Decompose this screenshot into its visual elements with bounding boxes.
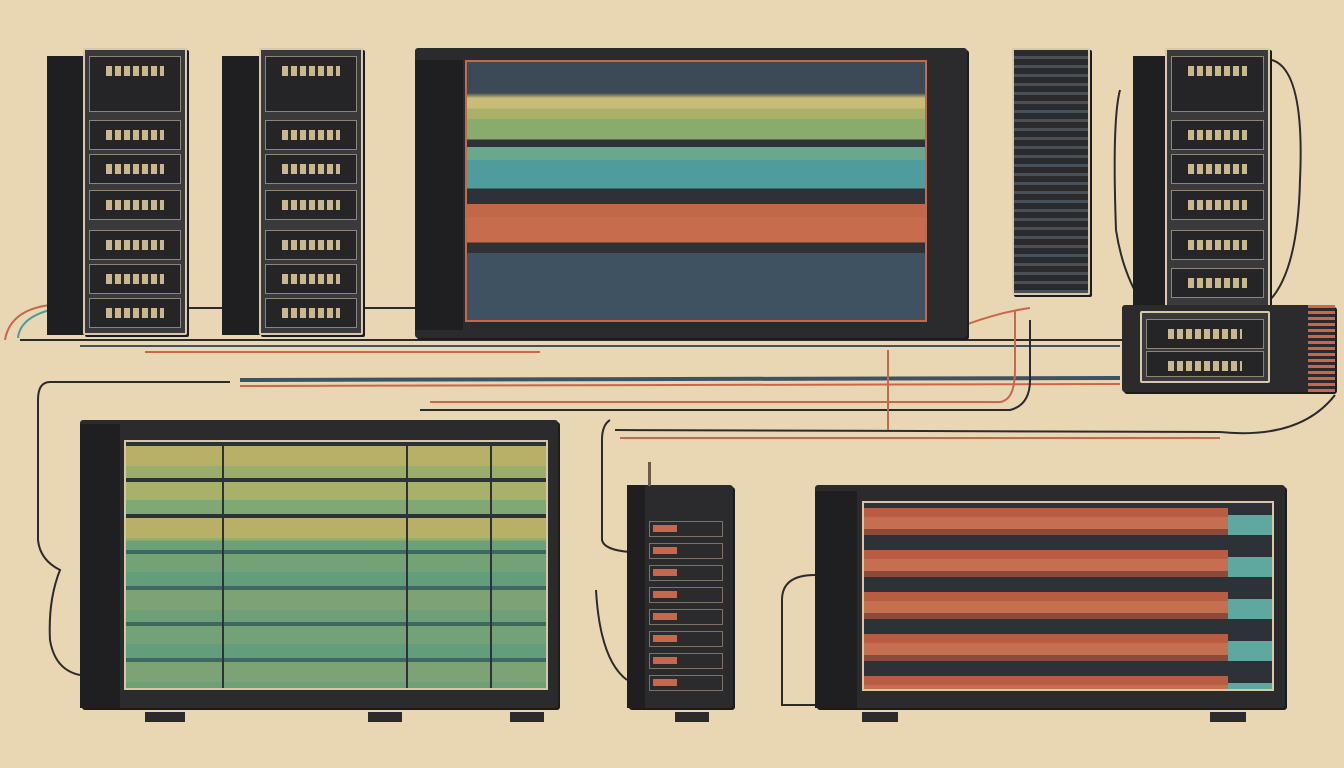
antenna (648, 462, 651, 486)
bottom-left-monitor-screen (124, 440, 548, 690)
narrow-rack (1012, 48, 1090, 295)
foot (510, 712, 544, 722)
tower-front-panel (259, 48, 363, 335)
tower-side (1133, 56, 1169, 310)
tower-front-panel (83, 48, 187, 335)
device-side (627, 485, 645, 708)
foot (675, 712, 709, 722)
tower-side (222, 56, 262, 335)
vent-grille (1308, 305, 1335, 392)
foot (368, 712, 402, 722)
bottom-right-monitor-screen (862, 501, 1274, 691)
small-device (627, 485, 733, 708)
server-tower-2 (222, 48, 363, 335)
top-monitor-screen (465, 60, 927, 322)
tower-front-panel (1165, 48, 1270, 310)
foot (862, 712, 898, 722)
switch-box (1122, 305, 1335, 392)
server-tower-3 (1133, 48, 1270, 310)
bottom-left-monitor (80, 420, 558, 708)
top-monitor (415, 48, 967, 338)
monitor-side (80, 424, 120, 708)
tower-side (47, 56, 87, 335)
foot (145, 712, 185, 722)
bottom-right-monitor (815, 485, 1285, 708)
switch-panel (1140, 311, 1270, 383)
monitor-side (815, 491, 857, 708)
server-tower-1 (47, 48, 187, 335)
monitor-side (415, 60, 463, 330)
foot (1210, 712, 1246, 722)
